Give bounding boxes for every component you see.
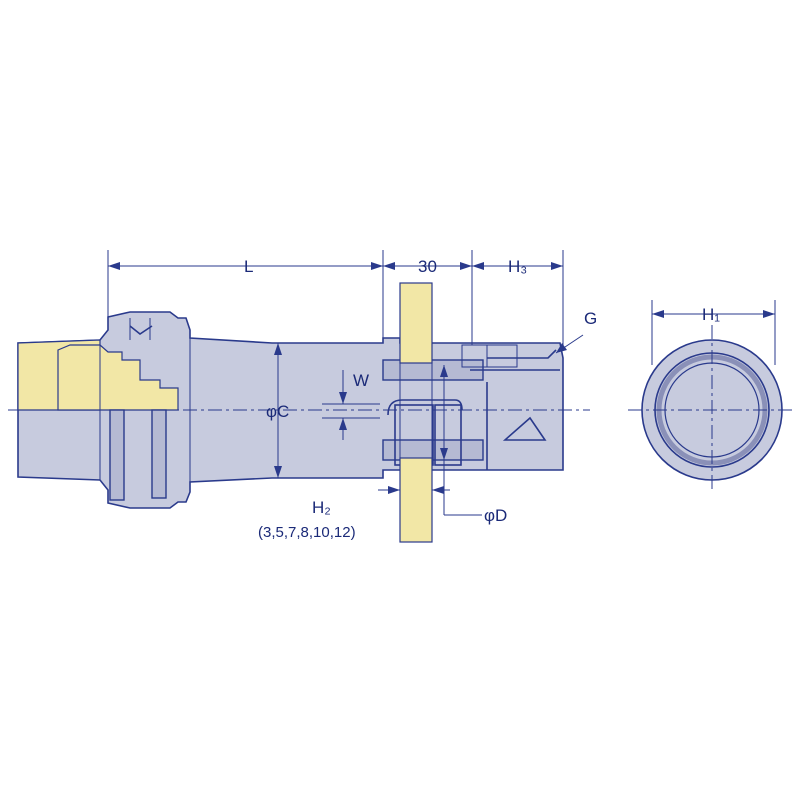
label-H3: H₃ (508, 257, 527, 276)
label-phiC: φC (266, 402, 289, 421)
label-phiD: φD (484, 506, 507, 525)
cutter-blade (399, 282, 433, 543)
nose-end (470, 349, 560, 470)
side-view (8, 282, 590, 543)
label-H1: H₁ (702, 305, 720, 324)
label-G: G (584, 309, 597, 328)
dimension-lines (107, 250, 776, 516)
shank-steps (57, 344, 179, 411)
label-30: 30 (418, 257, 437, 276)
label-W: W (353, 371, 369, 390)
label-L: L (244, 257, 253, 276)
label-H2: H₂ (312, 498, 331, 517)
end-view (628, 325, 796, 492)
label-H2-values: (3,5,7,8,10,12) (258, 524, 356, 541)
internal-bore (382, 344, 518, 466)
